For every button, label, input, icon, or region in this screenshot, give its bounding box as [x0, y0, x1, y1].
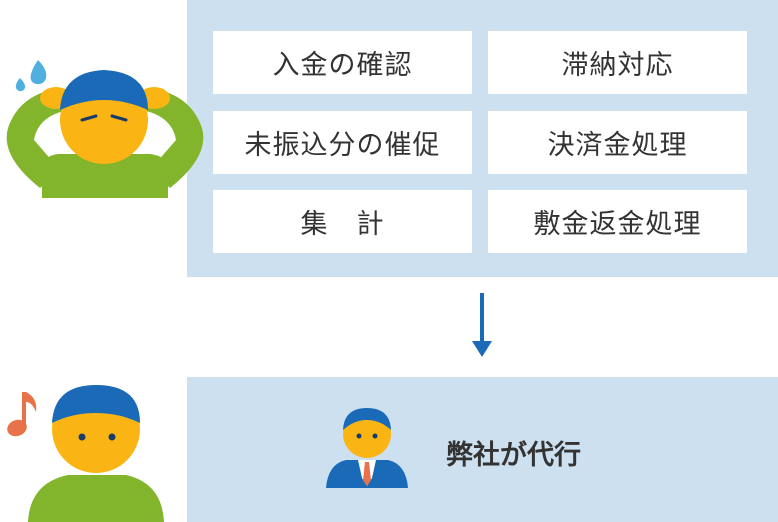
worried-person-icon: [6, 70, 204, 198]
sweat-drop-icon: [15, 60, 47, 92]
task-cell: 未振込分の催促: [213, 111, 472, 174]
down-arrow-icon: [472, 293, 492, 357]
service-label: 弊社が代行: [446, 439, 581, 471]
service-panel: [187, 377, 778, 522]
task-cell: 決済金処理: [488, 111, 747, 174]
music-note-icon: [7, 392, 37, 437]
task-cell: 入金の確認: [213, 31, 472, 94]
task-cell: 滞納対応: [488, 31, 747, 94]
happy-person-icon: [28, 385, 164, 522]
task-cell: 敷金返金処理: [488, 190, 747, 253]
task-cell: 集 計: [213, 190, 472, 253]
staff-icon: [326, 408, 408, 488]
